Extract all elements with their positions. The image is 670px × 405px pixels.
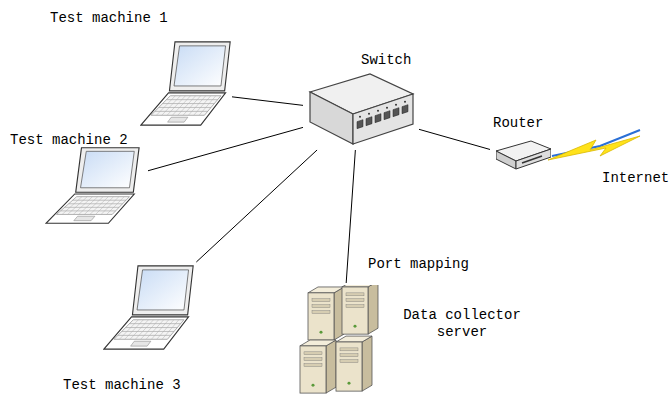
node-label: Switch xyxy=(361,52,411,69)
network-cable xyxy=(148,127,303,170)
lightning-bolt xyxy=(548,136,640,160)
laptop-icon xyxy=(45,146,141,226)
node-label: Data collector server xyxy=(400,307,524,341)
data-server: Data collector server xyxy=(296,283,528,401)
server-icon xyxy=(298,285,383,398)
node-label: Test machine 3 xyxy=(63,377,181,394)
network-cable xyxy=(232,97,303,106)
test-machine: Test machine 3 xyxy=(60,262,202,402)
router: Router xyxy=(490,113,556,177)
network-cable xyxy=(346,150,355,283)
network-switch: Switch xyxy=(303,50,419,150)
laptop-icon xyxy=(103,264,195,352)
laptop-icon xyxy=(140,40,232,128)
node-label: Test machine 2 xyxy=(10,132,128,149)
test-machine: Test machine 1 xyxy=(45,8,232,130)
node-label: Router xyxy=(493,115,543,132)
network-cable xyxy=(196,150,317,262)
router-icon xyxy=(496,139,551,174)
network-cable xyxy=(419,129,490,149)
edge-label: Port mapping xyxy=(366,256,471,273)
test-machine: Test machine 2 xyxy=(8,130,148,228)
network-label: Internet xyxy=(602,170,669,187)
switch-icon xyxy=(305,72,415,147)
node-label: Test machine 1 xyxy=(50,10,168,27)
